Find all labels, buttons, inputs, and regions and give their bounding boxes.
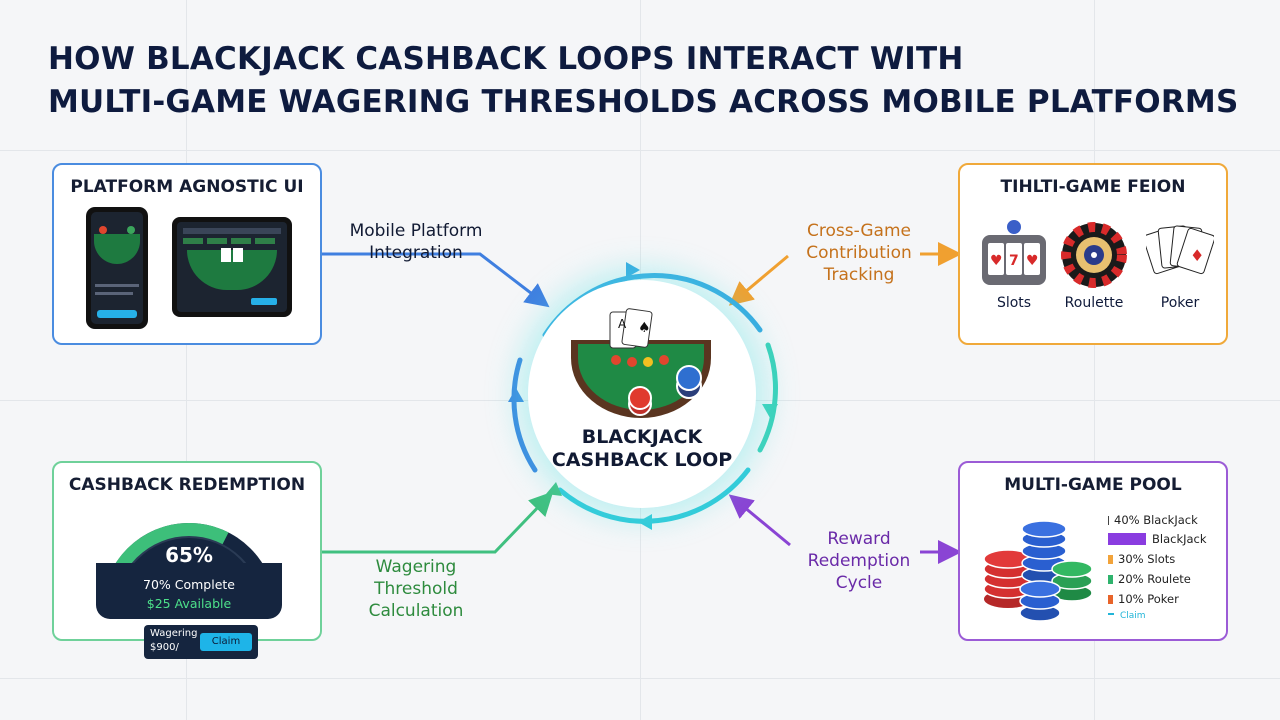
flow-label-line: Mobile Platform — [349, 221, 483, 241]
claim-button[interactable]: Claim — [200, 633, 252, 651]
grid-line — [186, 0, 187, 720]
svg-text:♠: ♠ — [638, 320, 651, 336]
legend-label: BlackJack — [1152, 532, 1207, 546]
chip-stack-blue-front — [1019, 580, 1061, 622]
blackjack-table-icon: A ♠ — [571, 308, 711, 418]
page-title: HOW BLACKJACK CASHBACK LOOPS INTERACT WI… — [48, 38, 1248, 124]
svg-text:A: A — [618, 317, 627, 331]
arrow-wagering — [322, 491, 554, 554]
chip-stack-red — [983, 549, 1033, 608]
gauge-base — [96, 563, 282, 619]
chip-stack-green — [1051, 560, 1093, 602]
title-line-1: HOW BLACKJACK CASHBACK LOOPS INTERACT WI… — [48, 41, 964, 77]
arrow-reward — [728, 494, 791, 547]
game-label-roulette: Roulette — [1064, 295, 1124, 311]
flow-label-line: Threshold — [374, 579, 458, 599]
flow-label-line: Contribution — [806, 243, 912, 263]
wagering-claim-panel: Wagering $900/ Claim — [144, 625, 258, 659]
legend-item: 30% Slots — [1108, 552, 1175, 566]
legend-swatch — [1108, 595, 1113, 604]
tablet-mockup — [172, 217, 292, 317]
cashback-redemption-card: CASHBACK REDEMPTION 65% 70% Complete $25… — [52, 461, 322, 641]
legend-swatch — [1108, 613, 1114, 615]
arrow-cross-game — [728, 254, 789, 306]
loop-arrowhead — [626, 262, 640, 278]
flow-label-line: Calculation — [368, 601, 464, 621]
multi-game-card: TIHLTI-GAME FEION ♥ 7 ♥ ♦ Slots Roulette… — [958, 163, 1228, 345]
legend-item: BlackJack — [1108, 532, 1207, 546]
slot-machine-icon: ♥ 7 ♥ — [982, 218, 1046, 285]
legend-item[interactable]: Claim — [1108, 611, 1146, 621]
arrow-mobile-integration — [322, 252, 550, 308]
flow-label-line: Tracking — [823, 265, 895, 285]
hub-title-line-1: BLACKJACK — [581, 426, 703, 448]
legend-label: 40% BlackJack — [1114, 513, 1198, 527]
flow-label-mobile: Mobile Platform Integration — [330, 220, 502, 264]
loop-arc-bottom — [557, 467, 751, 524]
gauge-complete: 70% Complete — [143, 577, 235, 592]
platform-agnostic-card: PLATFORM AGNOSTIC UI — [52, 163, 322, 345]
title-line-2: MULTI-GAME WAGERING THRESHOLDS ACROSS MO… — [48, 84, 1239, 120]
poker-cards-icon: ♦ — [1146, 225, 1214, 275]
game-label-poker: Poker — [1160, 295, 1200, 311]
roulette-icon — [1061, 222, 1127, 288]
flow-label-reward: Reward Redemption Cycle — [780, 528, 938, 594]
legend-label: 10% Poker — [1118, 592, 1179, 606]
flow-label-line: Cross-Game — [807, 221, 911, 241]
flow-label-line: Reward — [827, 529, 891, 549]
svg-text:7: 7 — [1009, 253, 1019, 269]
wagering-label: Wagering — [150, 628, 198, 639]
loop-arc-right — [757, 342, 778, 453]
loop-arrowhead — [638, 514, 652, 530]
card-title: PLATFORM AGNOSTIC UI — [70, 177, 304, 197]
flow-label-line: Cycle — [835, 573, 883, 593]
flow-label-line: Integration — [369, 243, 463, 263]
loop-arrowhead — [546, 482, 562, 496]
legend-item: 10% Poker — [1108, 592, 1179, 606]
legend-swatch — [1108, 533, 1146, 545]
gauge-percent: 65% — [165, 543, 213, 567]
svg-text:♥: ♥ — [1026, 253, 1039, 269]
legend-item: 20% Roulete — [1108, 572, 1191, 586]
wagering-value: $900/ — [150, 642, 179, 653]
grid-line — [1094, 0, 1095, 720]
chip-stacks-icon — [983, 520, 1093, 622]
hub-title-line-2: CASHBACK LOOP — [551, 449, 733, 471]
flow-label-cross-game: Cross-Game Contribution Tracking — [780, 220, 938, 286]
card-title: MULTI-GAME POOL — [1004, 475, 1182, 495]
legend-swatch — [1108, 555, 1113, 564]
legend-swatch — [1108, 575, 1113, 584]
loop-arrowhead — [508, 388, 524, 402]
loop-arc-left — [511, 357, 538, 473]
flow-label-wagering: Wagering Threshold Calculation — [340, 556, 492, 622]
legend-label: Claim — [1120, 611, 1146, 621]
legend-label: 30% Slots — [1118, 552, 1176, 566]
legend-swatch — [1108, 516, 1109, 525]
flow-label-line: Wagering — [375, 557, 457, 577]
legend-label: 20% Roulete — [1118, 572, 1191, 586]
legend-item: 40% BlackJack — [1108, 513, 1198, 527]
svg-text:♥: ♥ — [990, 253, 1003, 269]
loop-arrowhead — [762, 404, 778, 418]
card-title: CASHBACK REDEMPTION — [68, 475, 306, 495]
multi-game-pool-card: MULTI-GAME POOL — [958, 461, 1228, 641]
gauge-available: $25 Available — [146, 596, 232, 611]
flow-label-line: Redemption — [807, 551, 911, 571]
card-title: TIHLTI-GAME FEION — [1000, 177, 1186, 197]
svg-text:♦: ♦ — [1190, 246, 1204, 265]
phone-mockup — [86, 207, 148, 329]
game-label-slots: Slots — [996, 295, 1032, 311]
